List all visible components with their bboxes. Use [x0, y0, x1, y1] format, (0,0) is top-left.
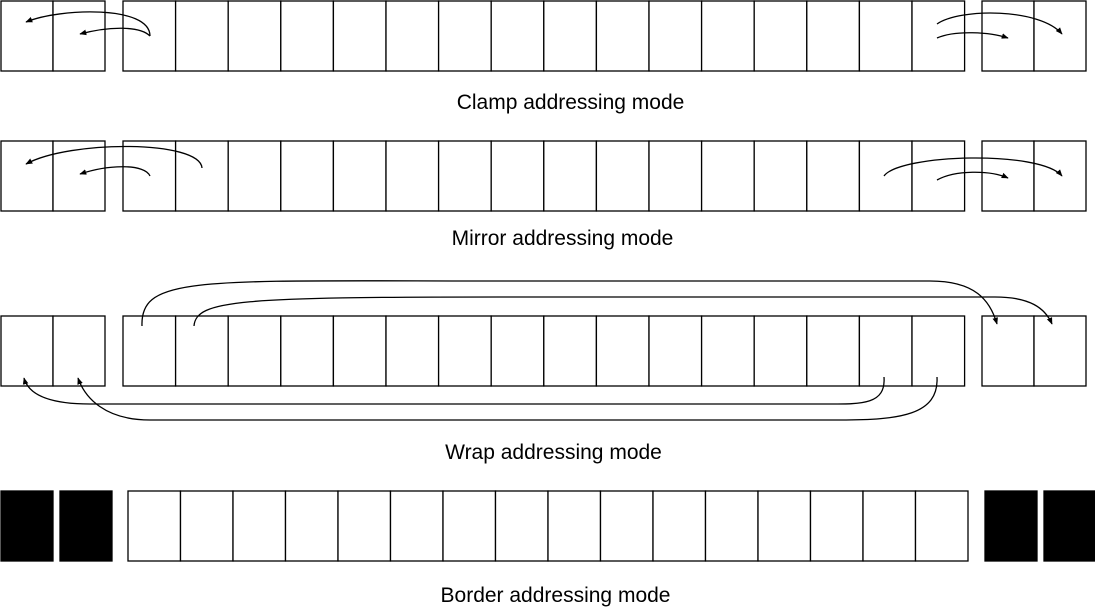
wrap-texel-cell: [858, 315, 913, 387]
mirror-arrow-to-pad-3: [883, 157, 1063, 177]
border-texel-cell: [389, 490, 444, 562]
mirror-texel-cell: [543, 140, 598, 212]
clamp-texel-cell: [227, 0, 282, 72]
wrap-right-padding-cell: [1033, 315, 1087, 387]
mirror-texel-cell: [385, 140, 440, 212]
wrap-texel-cell: [437, 315, 492, 387]
mirror-left-padding-cell: [52, 140, 106, 212]
border-right-padding-cell: [984, 490, 1038, 562]
wrap-texel-cell: [753, 315, 808, 387]
wrap-arrow-top-2: [193, 296, 1053, 327]
mirror-right-padding-cell: [981, 140, 1035, 212]
border-row: [0, 490, 1095, 562]
border-texel-cell: [284, 490, 339, 562]
clamp-texel-cell: [858, 0, 913, 72]
mirror-right-padding-cell: [1033, 140, 1087, 212]
clamp-arrow-to-pad-4: [936, 32, 1009, 39]
mirror-texel-cell: [648, 140, 703, 212]
mirror-texel-cell: [490, 140, 545, 212]
mirror-texel-cell: [700, 140, 755, 212]
border-texel-cell: [862, 490, 917, 562]
mirror-texel-cell: [332, 140, 387, 212]
mirror-texel-cell: [858, 140, 913, 212]
wrap-texel-cell: [595, 315, 650, 387]
border-texel-cell: [757, 490, 812, 562]
border-texel-cell: [337, 490, 392, 562]
clamp-texel-cell: [490, 0, 545, 72]
clamp-texel-cell: [595, 0, 650, 72]
mirror-left-padding-cell: [0, 140, 54, 212]
border-texel-cell: [127, 490, 182, 562]
wrap-texel-cell: [227, 315, 282, 387]
border-left-padding-cell: [59, 490, 113, 562]
wrap-left-padding-cell: [0, 315, 54, 387]
border-texel-cell: [599, 490, 654, 562]
clamp-mode-caption: Clamp addressing mode: [456, 91, 685, 114]
border-right-padding-cell: [1043, 490, 1095, 562]
wrap-arrow-top-1: [141, 280, 998, 327]
wrap-right-padding-cell: [981, 315, 1035, 387]
clamp-arrow-to-pad-1: [25, 11, 151, 37]
clamp-left-padding-cell: [0, 0, 54, 72]
border-left-padding-cell: [0, 490, 54, 562]
wrap-left-padding-cell: [52, 315, 106, 387]
wrap-texel-cell: [700, 315, 755, 387]
clamp-texel-cell: [911, 0, 966, 72]
wrap-arrow-bottom-2: [77, 376, 938, 421]
mirror-texel-cell: [227, 140, 282, 212]
mirror-texel-cell: [174, 140, 229, 212]
clamp-right-padding-cell: [981, 0, 1035, 72]
border-texel-cell: [442, 490, 497, 562]
wrap-texel-cell: [385, 315, 440, 387]
mirror-row: [0, 140, 1087, 212]
clamp-arrow-to-pad-3: [936, 12, 1063, 35]
mirror-arrow-to-pad-4: [936, 171, 1009, 181]
wrap-texel-cell: [543, 315, 598, 387]
clamp-texel-cell: [648, 0, 703, 72]
clamp-row: [0, 0, 1087, 72]
mirror-texel-cell: [437, 140, 492, 212]
wrap-texel-cell: [122, 315, 177, 387]
mirror-mode-caption: Mirror addressing mode: [451, 227, 674, 250]
border-texel-cell: [809, 490, 864, 562]
wrap-arrow-bottom-1: [22, 376, 885, 405]
clamp-texel-cell: [806, 0, 861, 72]
clamp-arrow-to-pad-2: [79, 27, 151, 37]
mirror-arrow-to-pad-1: [25, 145, 203, 169]
clamp-texel-cell: [700, 0, 755, 72]
wrap-texel-cell: [806, 315, 861, 387]
clamp-texel-cell: [174, 0, 229, 72]
clamp-texel-cell: [753, 0, 808, 72]
mirror-texel-cell: [806, 140, 861, 212]
border-texel-cell: [652, 490, 707, 562]
border-texel-cell: [494, 490, 549, 562]
border-texel-cell: [704, 490, 759, 562]
border-texel-cell: [232, 490, 287, 562]
clamp-texel-cell: [437, 0, 492, 72]
wrap-texel-cell: [332, 315, 387, 387]
mirror-texel-cell: [280, 140, 335, 212]
clamp-texel-cell: [280, 0, 335, 72]
clamp-texel-cell: [385, 0, 440, 72]
mirror-arrow-to-pad-2: [79, 166, 151, 177]
border-texel-cell: [914, 490, 969, 562]
wrap-row: [0, 315, 1087, 387]
wrap-texel-cell: [911, 315, 966, 387]
mirror-texel-cell: [753, 140, 808, 212]
mirror-texel-cell: [911, 140, 966, 212]
wrap-mode-caption: Wrap addressing mode: [445, 441, 662, 464]
wrap-texel-cell: [280, 315, 335, 387]
wrap-texel-cell: [490, 315, 545, 387]
clamp-texel-cell: [332, 0, 387, 72]
clamp-right-padding-cell: [1033, 0, 1087, 72]
border-texel-cell: [179, 490, 234, 562]
clamp-texel-cell: [543, 0, 598, 72]
wrap-texel-cell: [174, 315, 229, 387]
border-mode-caption: Border addressing mode: [440, 584, 671, 607]
wrap-texel-cell: [648, 315, 703, 387]
border-texel-cell: [547, 490, 602, 562]
mirror-texel-cell: [595, 140, 650, 212]
